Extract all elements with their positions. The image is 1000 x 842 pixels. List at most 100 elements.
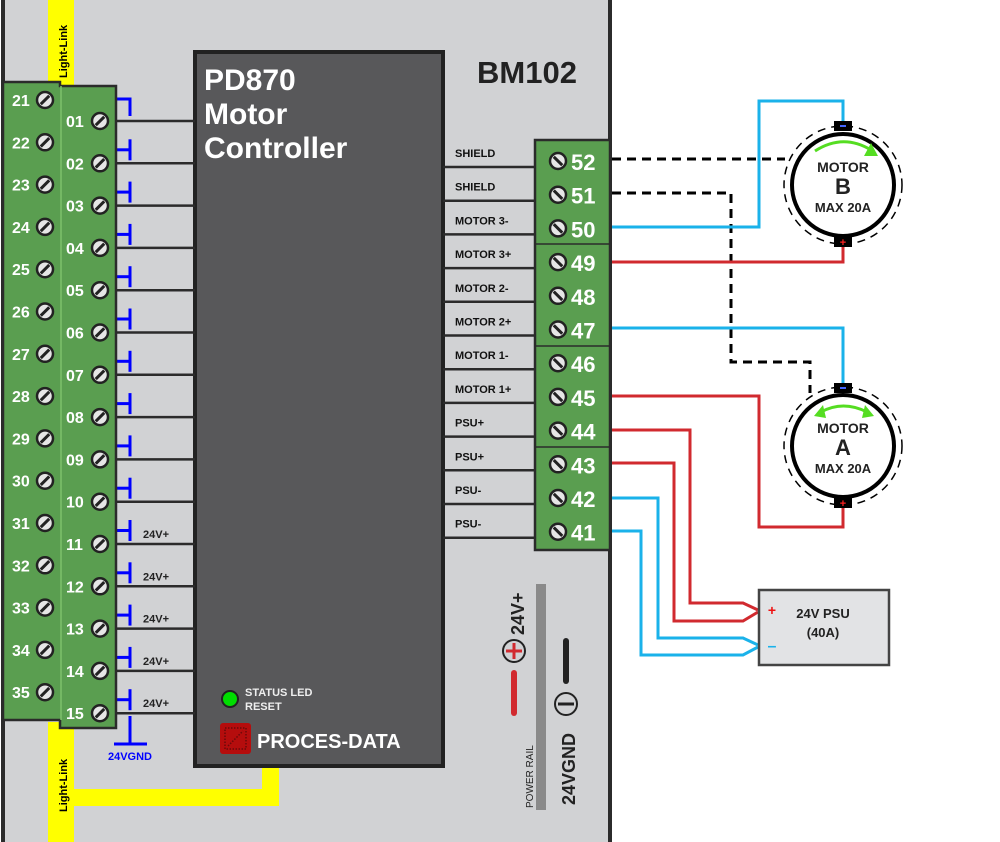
shield-wire-51 xyxy=(612,191,812,393)
terminal-49[interactable]: MOTOR 3+49 xyxy=(443,249,595,276)
wire-44-psu-plus xyxy=(612,428,759,612)
24v-plus-label: 24V+ xyxy=(143,571,169,583)
minus-circle-icon xyxy=(554,692,578,716)
screw-icon[interactable] xyxy=(548,320,568,339)
minus-terminal-icon xyxy=(840,125,846,127)
terminal-number: 29 xyxy=(12,431,30,448)
motor-a: + MOTOR A MAX 20A xyxy=(783,383,903,510)
terminal-number: 52 xyxy=(571,150,595,175)
screw-icon[interactable] xyxy=(548,455,568,474)
screw-icon[interactable] xyxy=(90,492,110,511)
terminal-label: PSU- xyxy=(455,485,482,497)
terminal-number: 33 xyxy=(12,601,30,618)
psu-label: 24V PSU xyxy=(796,606,849,621)
screw-icon[interactable] xyxy=(90,280,110,300)
ground-symbol-icon xyxy=(116,646,132,668)
screw-icon[interactable] xyxy=(35,640,55,660)
terminal-label: MOTOR 3+ xyxy=(455,249,511,261)
screw-icon[interactable] xyxy=(548,151,568,171)
screw-icon[interactable] xyxy=(90,365,110,385)
screw-icon[interactable] xyxy=(548,488,568,508)
screw-icon[interactable] xyxy=(548,219,568,238)
ground-symbol-icon xyxy=(116,393,132,415)
terminal-47[interactable]: MOTOR 2+47 xyxy=(443,317,595,344)
terminal-label: PSU+ xyxy=(455,451,484,463)
screw-icon[interactable] xyxy=(548,522,568,541)
screw-icon[interactable] xyxy=(90,450,110,469)
brand-name: PROCES-DATA xyxy=(257,731,401,753)
terminal-42[interactable]: PSU-42 xyxy=(443,485,595,512)
terminal-number: 02 xyxy=(66,156,84,173)
terminal-label: SHIELD xyxy=(455,182,495,194)
terminal-45[interactable]: MOTOR 1+45 xyxy=(443,384,595,411)
screw-icon[interactable] xyxy=(548,387,568,407)
terminal-label: MOTOR 2- xyxy=(455,283,509,295)
ground-symbol-icon xyxy=(116,223,132,245)
terminal-number: 21 xyxy=(12,93,30,110)
screw-icon[interactable] xyxy=(90,238,110,258)
screw-icon[interactable] xyxy=(35,386,55,406)
terminal-number: 44 xyxy=(571,420,596,445)
screw-icon[interactable] xyxy=(35,471,55,490)
motor-b-label: MOTOR xyxy=(817,159,869,175)
screw-icon[interactable] xyxy=(548,421,568,440)
controller-title-2: Motor xyxy=(204,98,288,131)
screw-icon[interactable] xyxy=(90,196,110,215)
screw-icon[interactable] xyxy=(90,111,110,131)
screw-icon[interactable] xyxy=(35,175,55,194)
screw-icon[interactable] xyxy=(35,429,55,448)
terminal-44[interactable]: PSU+44 xyxy=(443,418,596,445)
terminal-label: MOTOR 1- xyxy=(455,350,509,362)
reset-label[interactable]: RESET xyxy=(245,701,282,713)
screw-icon[interactable] xyxy=(90,619,110,638)
terminal-number: 27 xyxy=(12,347,30,364)
terminal-50[interactable]: MOTOR 3-50 xyxy=(443,215,595,242)
screw-icon[interactable] xyxy=(35,133,55,152)
screw-icon[interactable] xyxy=(90,703,110,723)
screw-icon[interactable] xyxy=(90,534,110,554)
plus-terminal-icon: + xyxy=(840,237,846,249)
terminal-number: 12 xyxy=(66,579,84,596)
minus-terminal-icon xyxy=(840,387,846,389)
terminal-number: 09 xyxy=(66,452,84,469)
screw-icon[interactable] xyxy=(90,661,110,681)
wire-45-motorA-plus xyxy=(612,394,845,529)
screw-icon[interactable] xyxy=(35,513,55,533)
terminal-number: 14 xyxy=(66,664,84,681)
right-terminal-block xyxy=(533,138,612,552)
screw-icon[interactable] xyxy=(90,154,110,173)
psu-box: + – 24V PSU (40A) xyxy=(757,588,891,667)
24v-plus-label: 24V+ xyxy=(143,529,169,541)
screw-icon[interactable] xyxy=(548,185,568,204)
bidirectional-arrow-icon xyxy=(820,404,868,414)
screw-icon[interactable] xyxy=(90,323,110,342)
terminal-48[interactable]: MOTOR 2- 48 xyxy=(443,283,595,310)
screw-icon[interactable] xyxy=(35,556,55,575)
terminal-number: 25 xyxy=(12,262,30,279)
terminal-number: 48 xyxy=(571,285,595,310)
screw-icon[interactable] xyxy=(35,259,55,279)
screw-icon[interactable] xyxy=(90,577,110,596)
plus-circle-icon xyxy=(502,639,526,663)
screw-icon[interactable] xyxy=(35,302,55,321)
screw-icon[interactable] xyxy=(548,286,568,306)
motor-b: + MOTOR B MAX 20A xyxy=(783,121,903,249)
screw-icon[interactable] xyxy=(35,217,55,237)
module-name: BM102 xyxy=(477,55,577,90)
ground-symbol-icon xyxy=(116,520,132,541)
screw-icon[interactable] xyxy=(35,344,55,364)
terminal-number: 10 xyxy=(66,495,84,512)
screw-icon[interactable] xyxy=(90,407,110,427)
screw-icon[interactable] xyxy=(35,682,55,702)
terminal-46[interactable]: MOTOR 1-46 xyxy=(443,350,595,377)
terminal-41[interactable]: PSU-41 xyxy=(443,519,595,546)
screw-icon[interactable] xyxy=(548,252,568,272)
left-terminal-block: 0121022203230424052506260727082809291030… xyxy=(1,80,118,730)
screw-icon[interactable] xyxy=(35,90,55,110)
screw-icon[interactable] xyxy=(35,598,55,617)
terminal-number: 26 xyxy=(12,305,30,322)
screw-icon[interactable] xyxy=(548,353,568,373)
terminal-43[interactable]: PSU+43 xyxy=(443,451,595,478)
